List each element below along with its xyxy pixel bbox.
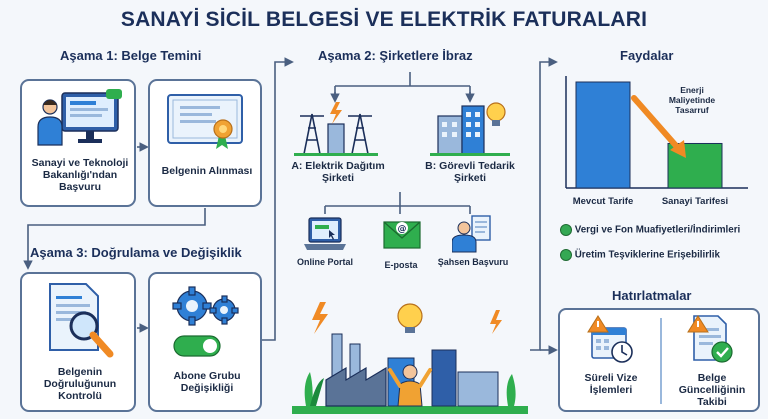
company-b-label: B: Görevli Tedarik Şirketi (425, 160, 515, 185)
step-receive-label: Belgenin Alınması (161, 165, 253, 177)
check-icon (560, 224, 572, 236)
step-change-label: Abone Grubu Değişikliği (173, 370, 241, 395)
reminders-card: Süreli Vize İşlemleri Belge Güncelliğini… (558, 308, 760, 412)
company-a-label: A: Elektrik Dağıtım Şirketi (291, 160, 385, 185)
reminders-header: Hatırlatmalar (612, 288, 692, 303)
chart-bar-1 (575, 81, 631, 189)
step-receive-card: Belgenin Alınması (148, 79, 262, 207)
laptop-icon[interactable] (303, 216, 347, 252)
channel-email-label: E-posta (384, 260, 418, 270)
person-document-icon[interactable] (452, 214, 492, 254)
benefit-item-tax-label: Vergi ve Fon Muafiyetleri/İndirimleri (574, 224, 741, 236)
check-icon (560, 249, 572, 261)
benefit-item-incentive-label: Üretim Teşviklerine Erişebilirlik (574, 249, 720, 261)
benefit-item-tax: Vergi ve Fon Muafiyetleri/İndirimleri (560, 224, 740, 236)
savings-arrow-head (670, 140, 686, 158)
industrial-scene-illustration (292, 302, 528, 414)
gears-toggle-icon (172, 286, 239, 357)
channel-online-label: Online Portal (296, 257, 353, 267)
savings-label: Enerji Maliyetinde Tasarruf (668, 85, 716, 116)
benefits-header: Faydalar (620, 48, 674, 63)
power-tower-icon (294, 102, 378, 156)
savings-arrow (631, 95, 681, 151)
chart-category-label: Mevcut Tarife (573, 196, 634, 207)
computer-user-icon (37, 89, 122, 146)
stage3-header: Aşama 3: Doğrulama ve Değişiklik (30, 245, 242, 260)
building-bulb-icon (430, 102, 510, 156)
svg-text:@: @ (398, 225, 407, 235)
reminder-visa-label: Süreli Vize İşlemleri (584, 372, 638, 397)
stage1-header: Aşama 1: Belge Temini (60, 48, 202, 63)
certificate-icon (167, 94, 243, 149)
tariff-comparison-chart: Mevcut Tarife Sanayi Tarifesi (565, 76, 748, 207)
step-apply-label: Sanayi ve Teknoloji Bakanlığı'ndan Başvu… (31, 157, 129, 194)
email-icon[interactable]: @ (382, 216, 422, 252)
benefit-item-incentive: Üretim Teşviklerine Erişebilirlik (560, 249, 720, 261)
magnifier-document-icon (49, 283, 114, 358)
stage2-header: Aşama 2: Şirketlere İbraz (318, 48, 473, 63)
step-verify-card: Belgenin Doğruluğunun Kontrolü (20, 272, 136, 412)
document-check-icon (687, 315, 733, 363)
page-title: SANAYİ SİCİL BELGESİ VE ELEKTRİK FATURAL… (120, 8, 648, 31)
step-apply-card: Sanayi ve Teknoloji Bakanlığı'ndan Başvu… (20, 79, 136, 207)
step-verify-label: Belgenin Doğruluğunun Kontrolü (43, 366, 117, 403)
step-change-card: Abone Grubu Değişikliği (148, 272, 262, 412)
reminder-update-label: Belge Güncelliğinin Takibi (678, 372, 746, 409)
channel-in-person-label: Şahsen Başvuru (437, 257, 509, 267)
reminders-divider (660, 318, 662, 404)
chart-category-label: Sanayi Tarifesi (662, 196, 728, 207)
calendar-warning-icon (587, 315, 633, 363)
